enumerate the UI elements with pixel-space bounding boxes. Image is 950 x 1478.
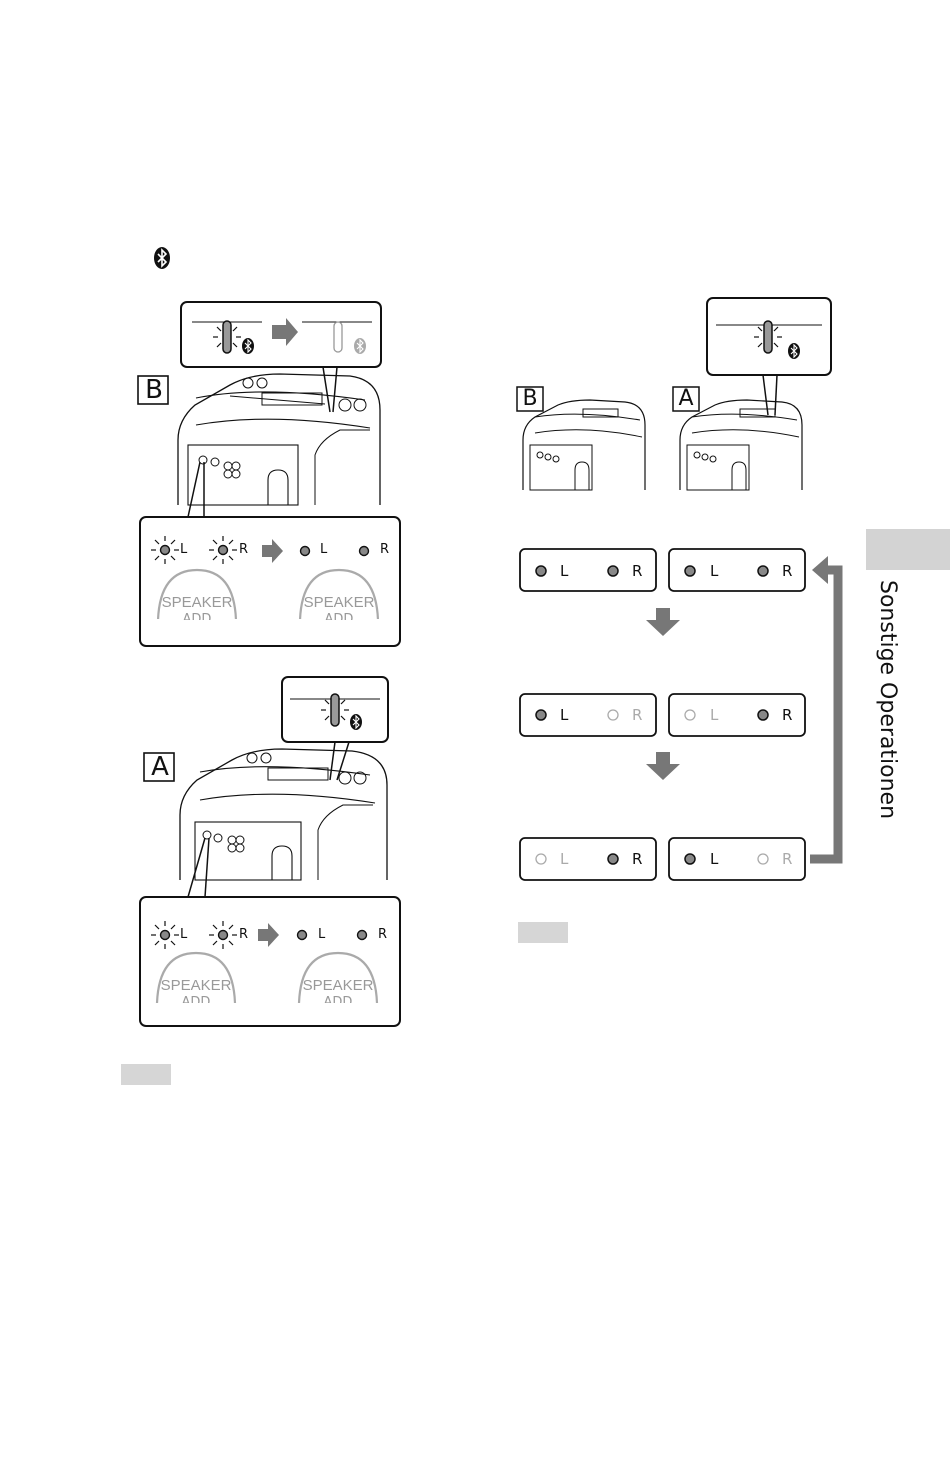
speaker-add-button-label: SPEAKER: [159, 977, 233, 994]
indicator-l-label: L: [560, 562, 568, 580]
indicator-r-label: R: [782, 850, 792, 868]
speaker-a-label: A: [674, 387, 698, 411]
indicator-l-label: L: [318, 927, 325, 942]
speaker-add-button-label: SPEAKER: [301, 977, 375, 994]
speaker-add-button-label: ADD: [160, 612, 234, 620]
speaker-b-label: B: [140, 376, 168, 404]
indicator-r-label: R: [380, 542, 389, 557]
indicator-l-label: L: [560, 706, 568, 724]
indicator-r-label: R: [632, 850, 642, 868]
indicator-r-label: R: [782, 706, 792, 724]
speaker-b-label: B: [518, 387, 542, 411]
speaker-add-button-label: SPEAKER: [160, 594, 234, 611]
indicator-l-label: L: [180, 542, 187, 557]
indicator-r-label: R: [239, 542, 248, 557]
indicator-l-label: L: [710, 562, 718, 580]
speaker-add-button-label: ADD: [301, 995, 375, 1003]
speaker-add-button-label: ADD: [302, 612, 376, 620]
indicator-l-label: L: [320, 542, 327, 557]
speaker-a-label: A: [146, 753, 174, 781]
indicator-r-label: R: [239, 927, 248, 942]
indicator-l-label: L: [560, 850, 568, 868]
speaker-add-button-label: ADD: [159, 995, 233, 1003]
indicator-r-label: R: [632, 706, 642, 724]
speaker-add-button-label: SPEAKER: [302, 594, 376, 611]
indicator-l-label: L: [180, 927, 187, 942]
indicator-l-label: L: [710, 706, 718, 724]
indicator-r-label: R: [378, 927, 387, 942]
indicator-l-label: L: [710, 850, 718, 868]
indicator-r-label: R: [632, 562, 642, 580]
indicator-r-label: R: [782, 562, 792, 580]
